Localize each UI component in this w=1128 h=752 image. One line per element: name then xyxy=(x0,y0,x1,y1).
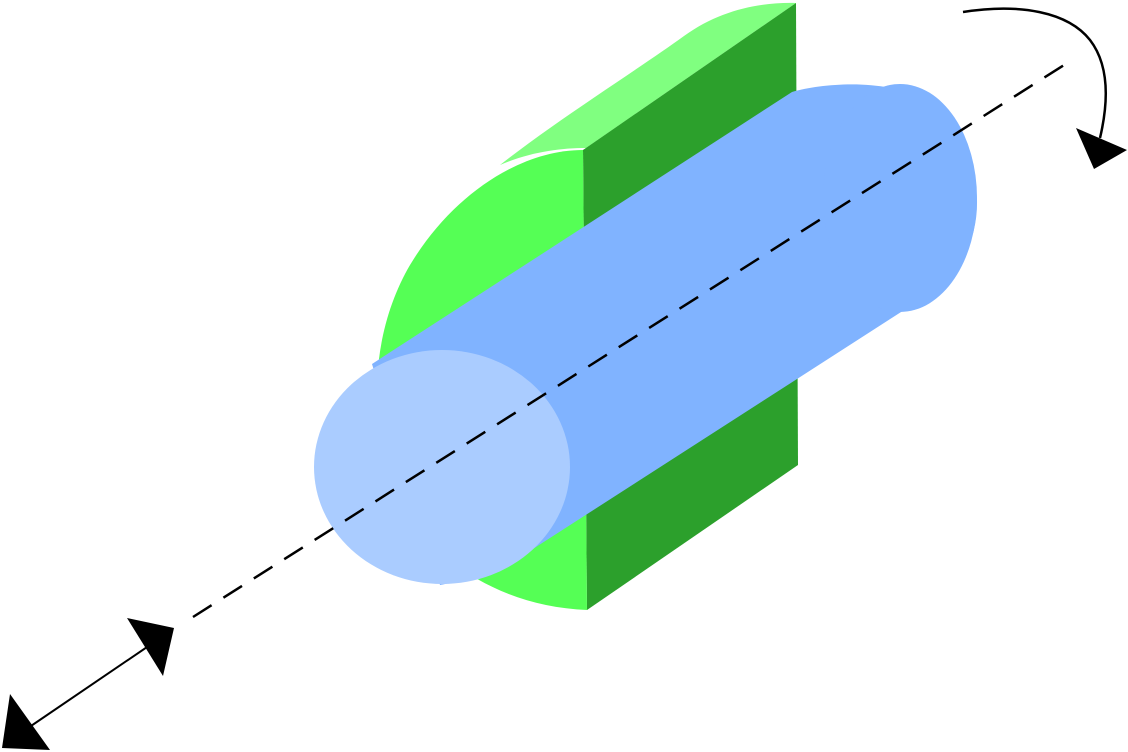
cylinder-near-cap xyxy=(314,350,570,584)
translation-arrowhead-upper-icon xyxy=(127,618,174,676)
translation-arrow-shaft xyxy=(27,644,151,729)
rotation-arrow-curve xyxy=(962,7,1107,139)
rotation-axis xyxy=(192,58,1073,619)
cylinder-far-cap xyxy=(823,84,977,312)
rotation-arrow xyxy=(962,7,1127,169)
rotation-arrowhead-icon xyxy=(1076,128,1127,169)
translation-arrowhead-lower-icon xyxy=(2,694,50,750)
cylinder xyxy=(314,84,978,585)
translation-arrow xyxy=(2,618,174,750)
half-disc-top-surface xyxy=(500,2,796,165)
